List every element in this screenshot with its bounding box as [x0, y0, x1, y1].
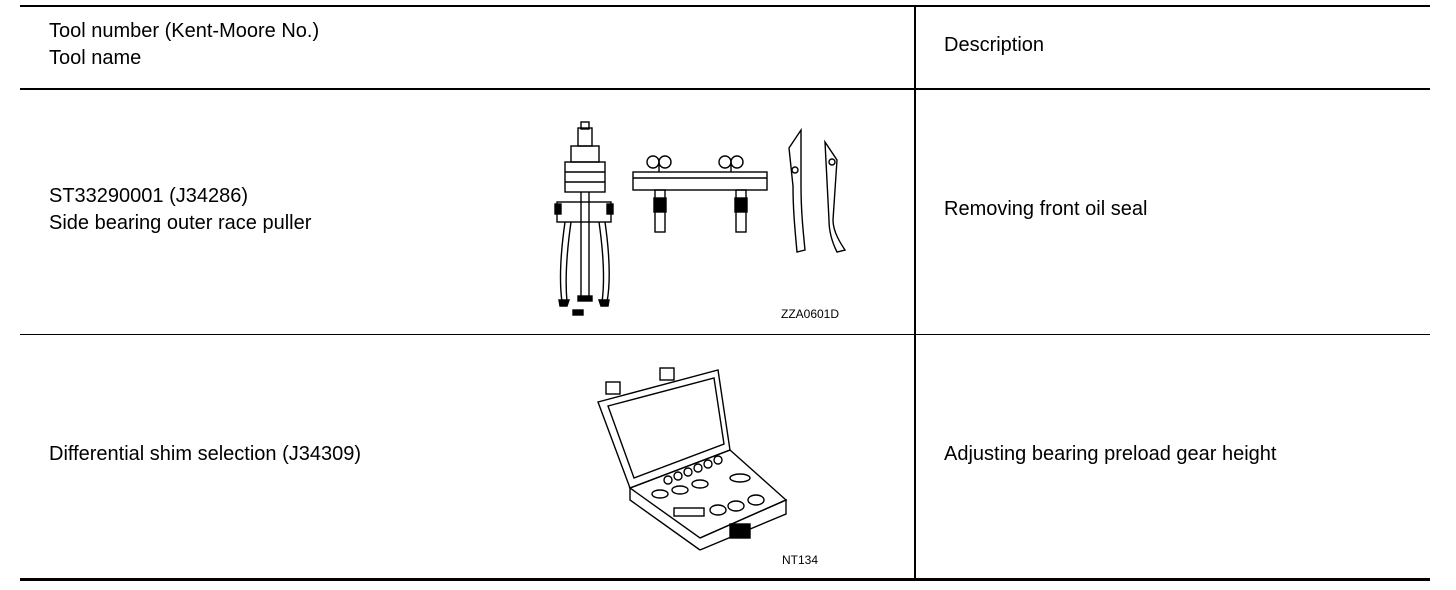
tool-name: Side bearing outer race puller: [49, 212, 312, 234]
tool-description: Adjusting bearing preload gear height: [944, 443, 1277, 465]
table-bottom-rule: [20, 578, 1430, 581]
table-top-rule: [20, 5, 1430, 7]
tool-name: Differential shim selection (J34309): [49, 443, 362, 465]
header-tool-line2: Tool name: [49, 47, 142, 69]
puller-illustration: [554, 121, 847, 316]
illustration-code: ZZA0601D: [781, 307, 840, 321]
header-tool-line1: Tool number (Kent-Moore No.): [49, 20, 320, 42]
header-bottom-rule: [20, 88, 1430, 90]
header-description: Description: [944, 34, 1045, 56]
illustration-code: NT134: [782, 553, 819, 567]
shim-kit-case-illustration: [597, 367, 788, 551]
tool-description: Removing front oil seal: [944, 198, 1148, 220]
tool-number: ST33290001 (J34286): [49, 185, 249, 207]
column-divider: [914, 5, 916, 581]
row-divider: [20, 334, 1430, 335]
